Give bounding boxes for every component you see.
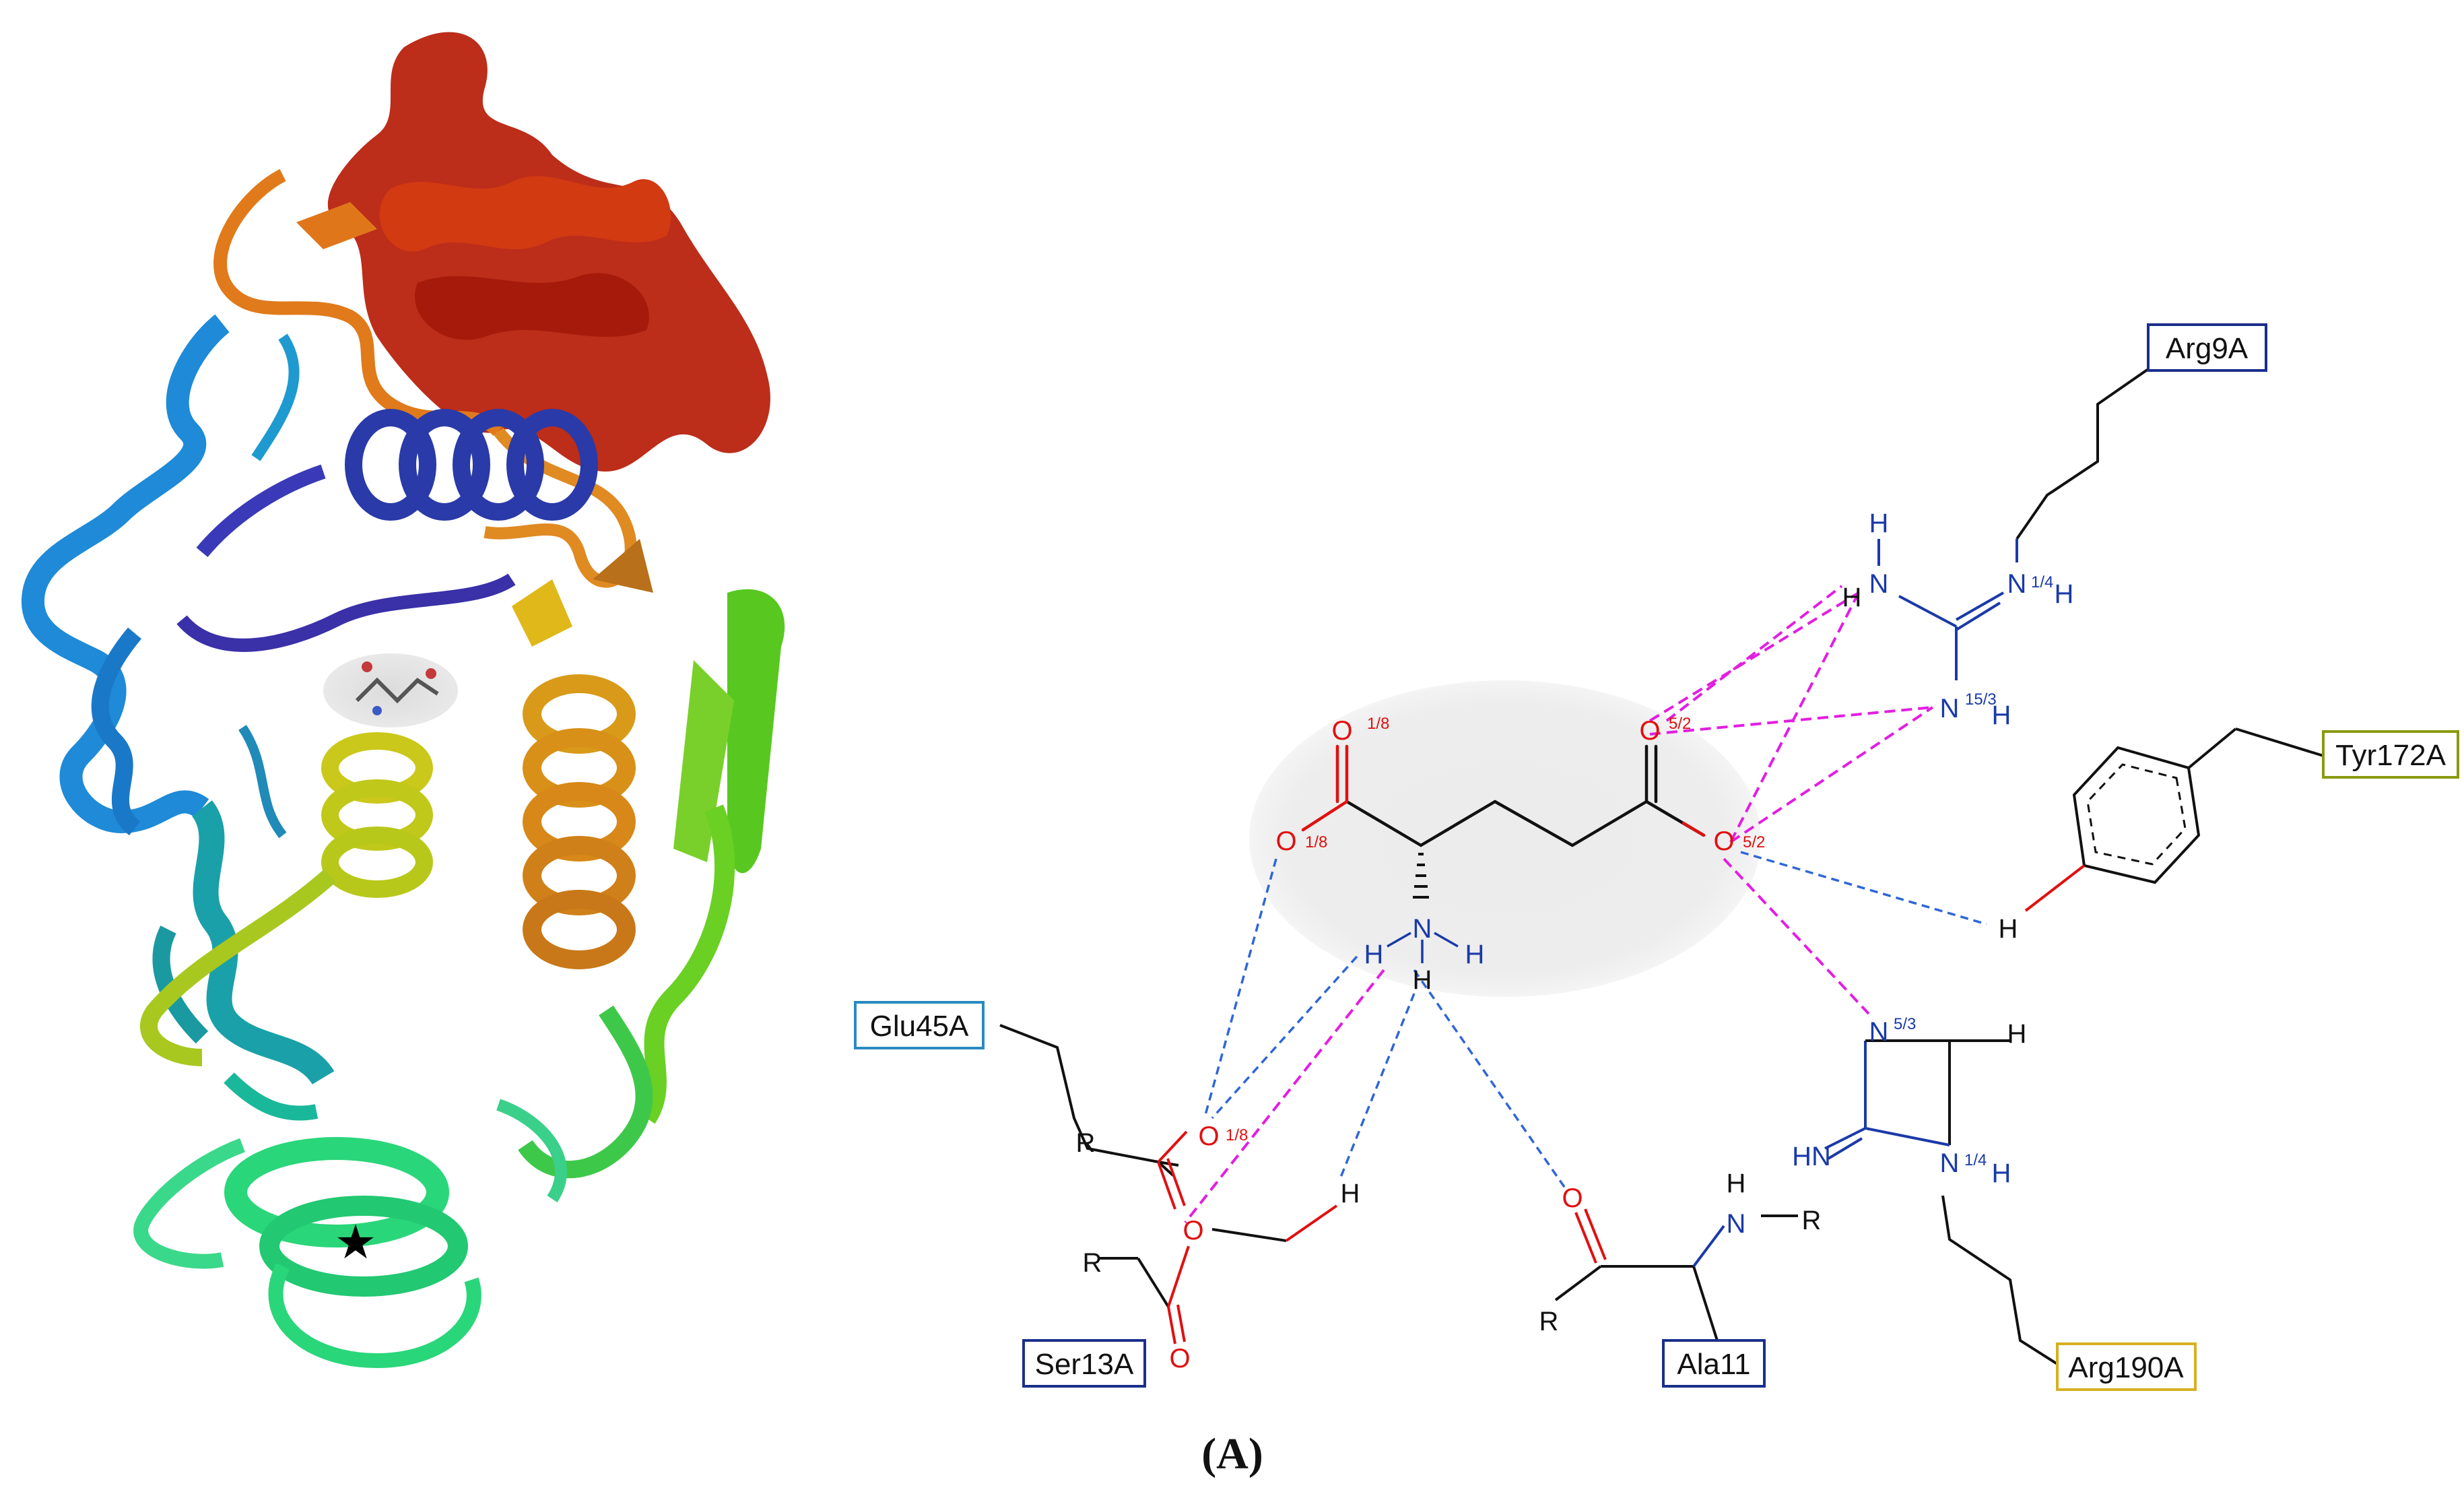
panel-label: (A) (1201, 1429, 1263, 1479)
ligand-o-alpha: O (1275, 826, 1296, 856)
arg190-n-bottom-sup: 1/4 (1964, 1151, 1987, 1169)
ligand-h-bottom: H (1413, 965, 1432, 995)
ser13-h: H (1341, 1179, 1360, 1208)
salt-bridge-line (1650, 707, 1933, 734)
residue-box-arg190: Arg190A (2057, 1344, 2195, 1390)
ser13-o-carbonyl: O (1169, 1344, 1190, 1373)
ser13-sidechain-bonds (1100, 1206, 1337, 1344)
arg9-sidechain-bonds (1879, 369, 2148, 680)
arg190-hn: HN (1792, 1142, 1831, 1171)
ala11-n: N (1727, 1209, 1746, 1239)
ligand-h-right: H (1465, 940, 1485, 969)
residue-label-arg9: Arg9A (2166, 332, 2249, 365)
ser13-o-ester: O (1183, 1216, 1203, 1245)
arg190-h-top: H (2007, 1019, 2027, 1049)
ala11-r-right: R (1802, 1206, 1822, 1235)
arg9-n-bottom: N (1940, 694, 1960, 723)
residue-box-glu45: Glu45A (855, 1002, 983, 1048)
arg190-n-bottom: N (1940, 1148, 1960, 1178)
interaction-diagram-2d: O 1/8 O 1/8 O 5/2 O 5/2 N H H H H N H N … (855, 325, 2458, 1479)
protein-ribbon-structure: ★ (33, 32, 785, 1361)
ala11-h: H (1727, 1169, 1746, 1198)
arg9-n-epsilon-h: H (2055, 579, 2074, 609)
arg9-n-epsilon: N (2007, 569, 2027, 599)
ligand-o-side: O (1713, 826, 1734, 856)
hbond-line (1414, 970, 1566, 1189)
ala11-o: O (1562, 1183, 1583, 1213)
ribbon-helix-red-2 (415, 273, 649, 339)
ligand-o-side-sup: 5/2 (1743, 833, 1765, 851)
ribbon-helix-red (380, 176, 671, 251)
glu45-sidechain-bonds (1000, 1025, 1187, 1209)
arg9-h-salt: H (1842, 583, 1862, 612)
arg190-n-top: N (1869, 1017, 1889, 1047)
salt-bridge-line (1667, 586, 1842, 721)
residue-label-ala11: Ala11 (1677, 1348, 1750, 1381)
ligand-o-alpha-sup: 1/8 (1305, 833, 1327, 851)
tyr172-sidechain-bonds (2026, 729, 2323, 911)
ala11-backbone-bonds (1556, 1209, 1798, 1340)
ala11-r-left: R (1539, 1307, 1559, 1336)
hbond-line (1212, 956, 1357, 1118)
residue-label-tyr172: Tyr172A (2335, 739, 2446, 772)
glu45-o-sup: 1/8 (1226, 1126, 1248, 1144)
hbond-line (1741, 852, 1987, 924)
ligand-highlight-3d (323, 653, 458, 727)
hbond-line (1340, 994, 1414, 1179)
salt-bridge-line (1650, 593, 1859, 721)
ligand-o-carbonyl-sup: 1/8 (1367, 715, 1389, 733)
residue-box-arg9: Arg9A (2148, 325, 2266, 370)
residue-label-arg190: Arg190A (2068, 1351, 2184, 1384)
arg9-n-top: N (1869, 569, 1889, 599)
hbond-line (1205, 859, 1276, 1115)
arg190-sidechain-bonds (1825, 1041, 2057, 1364)
residue-box-ala11: Ala11 (1663, 1340, 1764, 1386)
residue-box-ser13: Ser13A (1024, 1340, 1145, 1386)
ribbon-strand-amber (512, 579, 572, 647)
arg9-n-bottom-h: H (1992, 701, 2011, 730)
residue-label-ser13: Ser13A (1035, 1348, 1134, 1381)
ribbon-helix-yellow (149, 741, 424, 1058)
residue-box-tyr172: Tyr172A (2323, 732, 2458, 777)
glu45-r: R (1076, 1128, 1096, 1158)
tyr172-h: H (1999, 914, 2018, 944)
ligand-n-amine: N (1413, 914, 1432, 944)
arg190-n-top-sup: 5/3 (1894, 1015, 1916, 1033)
arg9-h-top: H (1869, 509, 1889, 538)
star-marker-icon: ★ (335, 1214, 377, 1270)
ligand-h-left: H (1364, 940, 1384, 969)
arg190-n-bottom-h: H (1992, 1159, 2011, 1188)
salt-bridge-line (1731, 707, 1933, 842)
ligand-o-carbonyl: O (1331, 716, 1352, 746)
arg9-n-epsilon-sup: 1/4 (2031, 573, 2053, 591)
residue-label-glu45: Glu45A (870, 1010, 969, 1043)
ligand-o-side-carbonyl-sup: 5/2 (1669, 715, 1691, 733)
glu45-o: O (1198, 1122, 1219, 1151)
ligand-o-side-carbonyl: O (1639, 716, 1660, 746)
ribbon-helix-amber (512, 539, 653, 960)
ser13-r: R (1083, 1248, 1102, 1278)
